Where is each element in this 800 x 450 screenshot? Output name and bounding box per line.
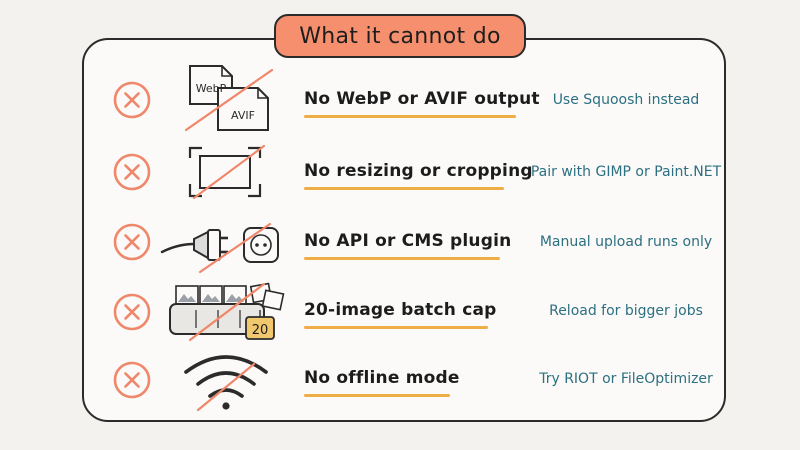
limitation-text: No WebP or AVIF output	[304, 89, 540, 109]
limitation-underline	[304, 115, 516, 118]
limitation-text: No offline mode	[304, 368, 460, 388]
x-circle-icon	[113, 81, 151, 119]
batch-limit-badge: 20	[252, 323, 269, 338]
alternative-text: Try RIOT or FileOptimizer	[539, 371, 713, 387]
limitation-underline	[304, 257, 500, 260]
limitation-underline	[304, 394, 450, 397]
webp-file-label: WebP	[196, 82, 227, 95]
limitation-row: No offline mode Try RIOT or FileOptimize…	[0, 344, 800, 416]
limitation-row: 20 20-image batch cap Reload for bigger …	[0, 276, 800, 348]
limitation-text: No API or CMS plugin	[304, 231, 512, 251]
plug-socket-icon	[160, 222, 279, 274]
limitation-row: No API or CMS plugin Manual upload runs …	[0, 206, 800, 278]
alternative-text: Pair with GIMP or Paint.NET	[530, 164, 722, 180]
limitation-underline	[304, 187, 504, 190]
alternative-text: Reload for bigger jobs	[549, 303, 703, 319]
crop-frame-icon	[188, 144, 266, 200]
alternative-text: Manual upload runs only	[539, 234, 713, 250]
webp-avif-files-icon: WebP AVIF	[184, 65, 274, 132]
x-circle-icon	[113, 153, 151, 191]
avif-file-label: AVIF	[231, 109, 255, 122]
alternative-text: Use Squoosh instead	[552, 92, 700, 108]
limitation-row: No resizing or cropping Pair with GIMP o…	[0, 136, 800, 208]
limitation-text: No resizing or cropping	[304, 161, 533, 181]
x-circle-icon	[113, 293, 151, 331]
wifi-icon	[184, 355, 268, 412]
x-circle-icon	[113, 223, 151, 261]
image-tray-icon: 20	[169, 282, 285, 342]
x-circle-icon	[113, 361, 151, 399]
page-title: What it cannot do	[274, 14, 526, 58]
limitation-row: WebP AVIF No WebP or AVIF output Use Squ…	[0, 64, 800, 136]
limitation-text: 20-image batch cap	[304, 300, 497, 320]
limitation-underline	[304, 326, 488, 329]
